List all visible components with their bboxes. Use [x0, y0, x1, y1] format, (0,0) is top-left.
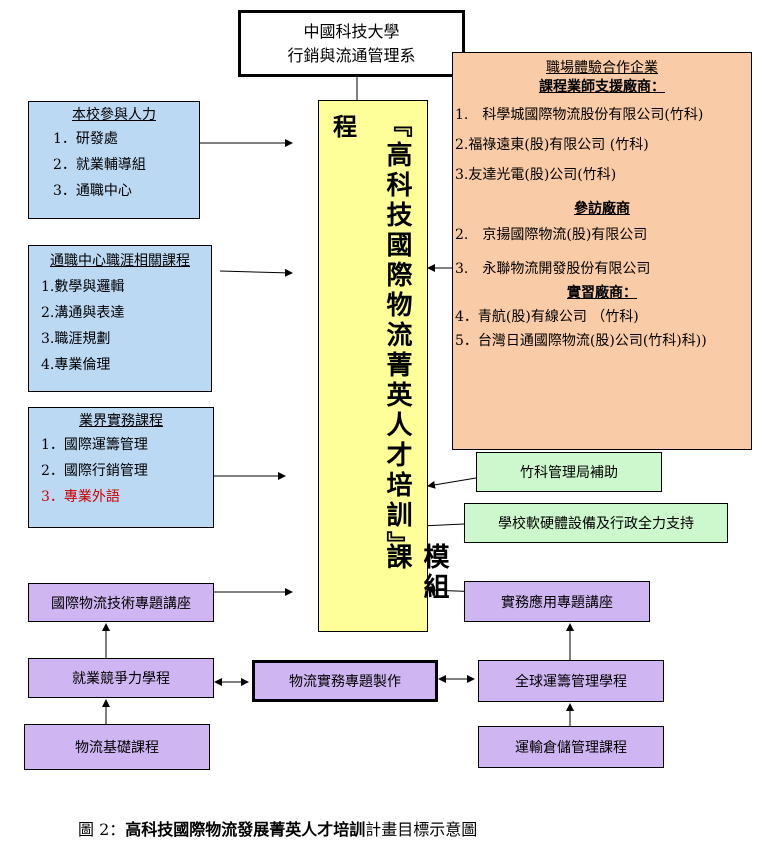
list-item: 1.數學與邏輯: [41, 279, 125, 295]
global-program-box: 全球運籌管理學程: [478, 660, 664, 702]
caption-prefix: 圖 2：: [78, 820, 126, 839]
list-item: 3.職涯規劃: [41, 331, 111, 347]
project-label: 物流實務專題製作: [289, 674, 401, 690]
program-title-vertical: 『高科技國際物流菁英人才培訓』: [382, 111, 412, 561]
list-item: 2．國際行銷管理: [41, 463, 148, 479]
school-support-label: 學校軟硬體設備及行政全力支持: [498, 516, 694, 532]
list-item: 1．研發處: [53, 131, 118, 147]
caption-suffix: 計畫目標示意圖: [365, 820, 478, 839]
practical-lecture-label: 實務應用專題講座: [501, 594, 613, 611]
list-item: 3. 永聯物流開發股份有限公司: [455, 261, 651, 277]
department-name: 行銷與流通管理系: [287, 45, 416, 65]
career-courses-box: 通職中心職涯相關課程 1.數學與邏輯 2.溝通與表達 3.職涯規劃 4.專業倫理: [28, 245, 212, 392]
section3-title: 實習廠商：: [567, 285, 637, 301]
list-item: 4．青航(股)有線公司 （竹科): [455, 309, 639, 325]
list-item: 2. 京揚國際物流(股)有限公司: [455, 227, 648, 243]
arrow-career-to-center: [219, 268, 293, 277]
employ-program-box: 就業競爭力學程: [28, 658, 214, 698]
university-name: 中國科技大學: [303, 21, 400, 41]
basic-course-box: 物流基礎課程: [24, 724, 210, 770]
partners-heading: 職場體驗合作企業: [546, 60, 658, 76]
list-item: 2.溝通與表達: [41, 305, 125, 321]
center-top-char: 程: [333, 112, 357, 141]
basic-course-label: 物流基礎課程: [75, 740, 159, 756]
career-courses-heading: 通職中心職涯相關課程: [50, 253, 190, 269]
school-support-box: 學校軟硬體設備及行政全力支持: [464, 503, 728, 543]
bureau-subsidy-label: 竹科管理局補助: [520, 465, 618, 481]
list-item: 3．專業外語: [41, 489, 120, 505]
employ-program-label: 就業競爭力學程: [72, 671, 170, 687]
list-item: 1．國際運籌管理: [41, 437, 148, 453]
list-item: 4.專業倫理: [41, 357, 111, 373]
list-item: 3．通職中心: [53, 183, 132, 199]
list-item: 5．台灣日通國際物流(股)公司(竹科)科)): [455, 333, 707, 349]
bureau-subsidy-box: 竹科管理局補助: [476, 452, 662, 492]
section1-title: 課程業師支援廠商：: [539, 79, 665, 95]
list-item: 1. 科學城國際物流股份有限公司(竹科): [455, 107, 704, 123]
figure-caption: 圖 2：高科技國際物流發展菁英人才培訓計畫目標示意圖: [78, 816, 477, 840]
warehouse-course-box: 運輸倉儲管理課程: [478, 726, 664, 768]
global-program-label: 全球運籌管理學程: [515, 674, 627, 690]
list-item: 2.福祿遠東(股)有限公司 (竹科): [455, 137, 649, 153]
industry-courses-box: 業界實務課程 1．國際運籌管理 2．國際行銷管理 3．專業外語: [28, 407, 214, 528]
program-title-tail: 模組課: [382, 543, 449, 603]
intl-lecture-box: 國際物流技術專題講座: [28, 583, 214, 622]
caption-bold: 高科技國際物流發展菁英人才培訓: [125, 820, 366, 839]
arrow-bureau-to-center: [427, 477, 477, 489]
intl-lecture-label: 國際物流技術專題講座: [51, 595, 191, 612]
school-staff-heading: 本校參與人力: [72, 107, 156, 123]
department-title-box: 中國科技大學 行銷與流通管理系: [238, 10, 465, 77]
practical-lecture-box: 實務應用專題講座: [464, 581, 650, 622]
industry-courses-heading: 業界實務課程: [79, 413, 163, 429]
center-program-box: 程 『高科技國際物流菁英人才培訓』 模組課: [318, 100, 449, 632]
section2-title: 參訪廠商: [574, 201, 630, 217]
list-item: 3.友達光電(股)公司(竹科): [455, 167, 617, 183]
school-staff-box: 本校參與人力 1．研發處 2．就業輔導組 3．通職中心: [28, 101, 200, 219]
list-item: 2．就業輔導組: [53, 157, 146, 173]
partner-companies-box: 職場體驗合作企業 課程業師支援廠商： 1. 科學城國際物流股份有限公司(竹科) …: [452, 52, 752, 450]
project-box: 物流實務專題製作: [252, 660, 438, 702]
warehouse-course-label: 運輸倉儲管理課程: [515, 740, 627, 756]
